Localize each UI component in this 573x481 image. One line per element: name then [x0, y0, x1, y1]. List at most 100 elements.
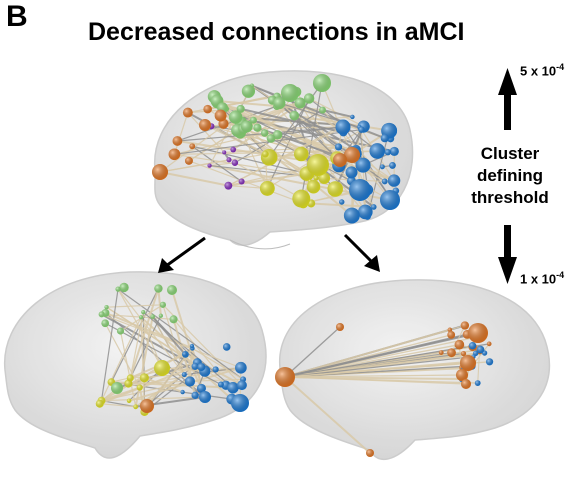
edge-bl-59 [129, 288, 160, 379]
node-top-27-shade [273, 96, 286, 110]
edge-bl-72 [100, 289, 119, 401]
node-bl-48-shade [140, 399, 154, 413]
edge-bl-76 [101, 313, 242, 369]
node-bl-29-shade [237, 380, 247, 391]
edge-top-147 [240, 107, 344, 134]
edge-top-105 [159, 153, 266, 173]
node-br-22-shade [485, 358, 494, 366]
edge-bl-28 [130, 373, 185, 379]
node-top-73-shade [306, 179, 321, 194]
edge-top-87 [253, 102, 301, 122]
edge-bl-54 [105, 312, 193, 350]
edge-bl-77 [129, 312, 144, 379]
node-top-26-shade [240, 120, 253, 133]
node-bl-25-shade [181, 372, 187, 378]
node-top-14-shade [289, 110, 300, 121]
node-top-55-shade [343, 207, 360, 224]
figure-title: Decreased connections in aMCI [88, 18, 465, 46]
node-bl-16-shade [196, 383, 206, 393]
node-bl-28-shade [217, 381, 224, 388]
node-bl-14-shade [180, 389, 185, 395]
node-br-0-shade [460, 321, 470, 330]
node-top-41-shade [369, 143, 386, 159]
node-top-79-shade [231, 159, 239, 166]
edge-br-extra-6 [477, 350, 481, 384]
node-top-11-shade [249, 116, 257, 124]
scale-bottom-value: 1 x 10 [520, 271, 557, 287]
node-bl-41-shade [126, 374, 134, 382]
node-top-88-shade [184, 156, 193, 165]
node-top-80-shade [226, 157, 232, 163]
node-top-44-shade [387, 174, 401, 187]
node-top-66-shade [327, 181, 343, 197]
node-top-90-shade [182, 107, 193, 118]
node-top-54-shade [358, 126, 365, 133]
node-top-25-shade [260, 129, 269, 137]
edge-top-106 [192, 145, 308, 175]
node-bl-45-shade [136, 384, 143, 391]
edge-top-65 [209, 162, 235, 167]
node-bl-11-shade [115, 286, 121, 292]
node-bl-31-shade [182, 351, 188, 357]
node-top-50-shade [358, 204, 373, 220]
edge-top-107 [322, 109, 353, 118]
edge-br-4 [284, 328, 451, 378]
node-top-91-shade [214, 109, 227, 122]
edge-br-25 [284, 362, 469, 378]
node-top-39-shade [355, 157, 371, 173]
scale-arrow-up [498, 68, 517, 130]
edge-bl-74 [142, 311, 234, 389]
node-top-1-shade [272, 130, 283, 140]
node-bl-39-shade [139, 373, 149, 383]
node-bl-47-shade [231, 394, 249, 412]
node-top-92-shade [152, 164, 168, 180]
node-bl-7-shade [116, 327, 125, 335]
node-top-62-shade [293, 146, 309, 162]
node-top-89-shade [172, 136, 183, 146]
node-top-84-shade [189, 143, 196, 150]
node-top-75-shade [259, 181, 275, 196]
node-bl-2-shade [169, 315, 178, 324]
edge-bl-38 [128, 366, 242, 402]
edge-br-27 [284, 326, 341, 378]
node-top-60-shade [345, 166, 358, 179]
node-top-74-shade [292, 189, 311, 208]
node-top-21-shade [266, 134, 276, 143]
arrow-right [343, 233, 380, 272]
node-bl-50-shade [167, 285, 177, 295]
node-top-93-shade [199, 119, 211, 131]
edge-bl-24 [99, 365, 196, 405]
nodes-layer [95, 74, 494, 457]
node-bl-10-shade [141, 310, 146, 315]
scale-bottom-exponent: -4 [556, 270, 565, 280]
node-top-70-shade [313, 175, 319, 181]
edge-bl-78 [151, 315, 186, 355]
node-br-11-shade [454, 339, 465, 350]
node-bl-38-shade [95, 399, 104, 408]
node-br-28-shade [366, 449, 374, 457]
edge-br-24 [284, 332, 479, 378]
node-top-24-shade [294, 97, 306, 109]
edge-top-8 [187, 112, 225, 153]
node-top-57-shade [370, 204, 377, 210]
node-top-34-shade [379, 164, 385, 170]
node-bl-12-shade [158, 313, 163, 318]
node-bl-49-shade [199, 391, 211, 403]
edge-bl-8 [111, 362, 198, 383]
node-bl-33-shade [189, 343, 195, 349]
edge-bl-35 [110, 288, 159, 383]
node-br-15-shade [468, 342, 477, 350]
edge-bl-68 [106, 306, 234, 389]
node-top-77-shade [224, 181, 233, 190]
node-bl-46-shade [154, 360, 170, 376]
node-top-12-shade [228, 110, 243, 124]
edge-br-extra-2 [451, 325, 466, 353]
node-br-23-shade [474, 380, 481, 386]
arrow-left [158, 236, 206, 273]
edge-bl-69 [134, 316, 154, 407]
node-top-59-shade [384, 149, 392, 156]
node-top-100-shade [333, 153, 347, 167]
node-top-28-shade [381, 178, 388, 185]
scale-top-label: 5 x 10-4 [520, 62, 564, 78]
